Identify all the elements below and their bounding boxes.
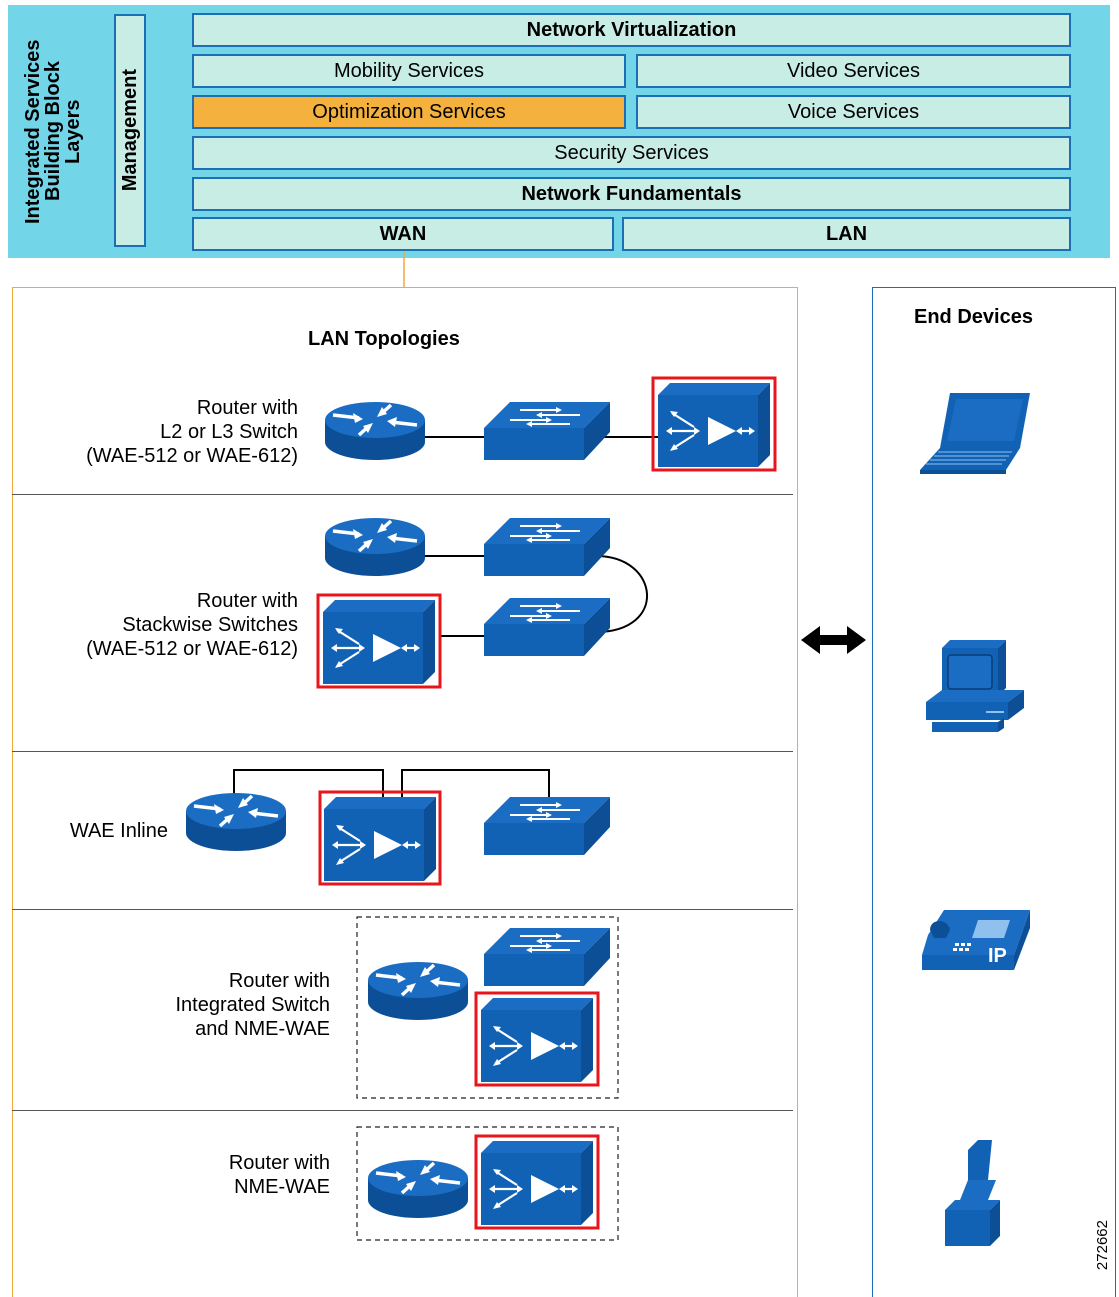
- topology-label-wae-inline: WAE Inline: [69, 820, 168, 842]
- nme-enclosure-dashed: [356, 916, 619, 1099]
- router-icon: [323, 400, 427, 462]
- laptop-icon: [920, 393, 1030, 474]
- router-icon: [323, 516, 427, 578]
- switch-icon: [483, 401, 611, 461]
- switch-icon: [483, 927, 611, 987]
- row-divider: [12, 751, 793, 752]
- nme-enclosure-dashed: [356, 1126, 619, 1241]
- wae-highlight-box: [474, 1134, 600, 1230]
- topology-label-integrated-switch: Router with Integrated Switch and NME-WA…: [175, 970, 330, 1040]
- optimization-services-layer: Optimization Services: [192, 95, 626, 129]
- wae-highlight-box: [316, 593, 442, 689]
- wae-highlight-box: [651, 376, 777, 472]
- row-divider: [12, 909, 793, 910]
- wae-icon: [479, 996, 595, 1084]
- row-divider: [12, 494, 793, 495]
- wae-icon: [322, 795, 438, 883]
- lan-layer: LAN: [622, 217, 1071, 251]
- router-icon: [184, 791, 288, 853]
- end-devices-panel: [872, 287, 1116, 1297]
- switch-icon: [483, 597, 611, 657]
- integrated-services-layers: Integrated Services Building Block Layer…: [8, 5, 1110, 258]
- end-devices-heading: End Devices: [914, 306, 1033, 328]
- link-line: [401, 769, 550, 800]
- security-services-layer: Security Services: [192, 136, 1071, 170]
- lan-topologies-panel: [12, 287, 798, 1297]
- wae-icon: [321, 598, 437, 686]
- desktop-computer-icon: [926, 640, 1024, 732]
- management-layer: Management: [114, 14, 146, 247]
- mobility-services-layer: Mobility Services: [192, 54, 626, 88]
- wae-icon: [479, 1139, 595, 1227]
- stack-cable: [595, 555, 648, 633]
- printer-icon: [945, 1140, 1000, 1246]
- switch-icon: [483, 796, 611, 856]
- wan-layer: WAN: [192, 217, 614, 251]
- wae-icon: [656, 381, 772, 469]
- router-icon: [366, 960, 470, 1022]
- wae-highlight-box: [474, 991, 600, 1087]
- topology-label-stackwise: Router with Stackwise Switches (WAE-512 …: [86, 590, 298, 660]
- lan-topologies-heading: LAN Topologies: [308, 328, 460, 350]
- ip-phone-icon: IP: [922, 910, 1030, 970]
- voice-services-layer: Voice Services: [636, 95, 1071, 129]
- ip-label: IP: [988, 945, 1007, 967]
- network-virtualization-layer: Network Virtualization: [192, 13, 1071, 47]
- network-fundamentals-layer: Network Fundamentals: [192, 177, 1071, 211]
- switch-icon: [483, 517, 611, 577]
- video-services-layer: Video Services: [636, 54, 1071, 88]
- double-arrow-icon: [801, 626, 866, 654]
- topology-label-nme-wae: Router with NME-WAE: [228, 1152, 330, 1198]
- row-divider: [12, 1110, 793, 1111]
- topology-label-router-l2-l3-switch: Router with L2 or L3 Switch (WAE-512 or …: [86, 397, 298, 467]
- router-icon: [366, 1158, 470, 1220]
- link-line: [233, 769, 384, 800]
- wae-highlight-box: [318, 790, 442, 886]
